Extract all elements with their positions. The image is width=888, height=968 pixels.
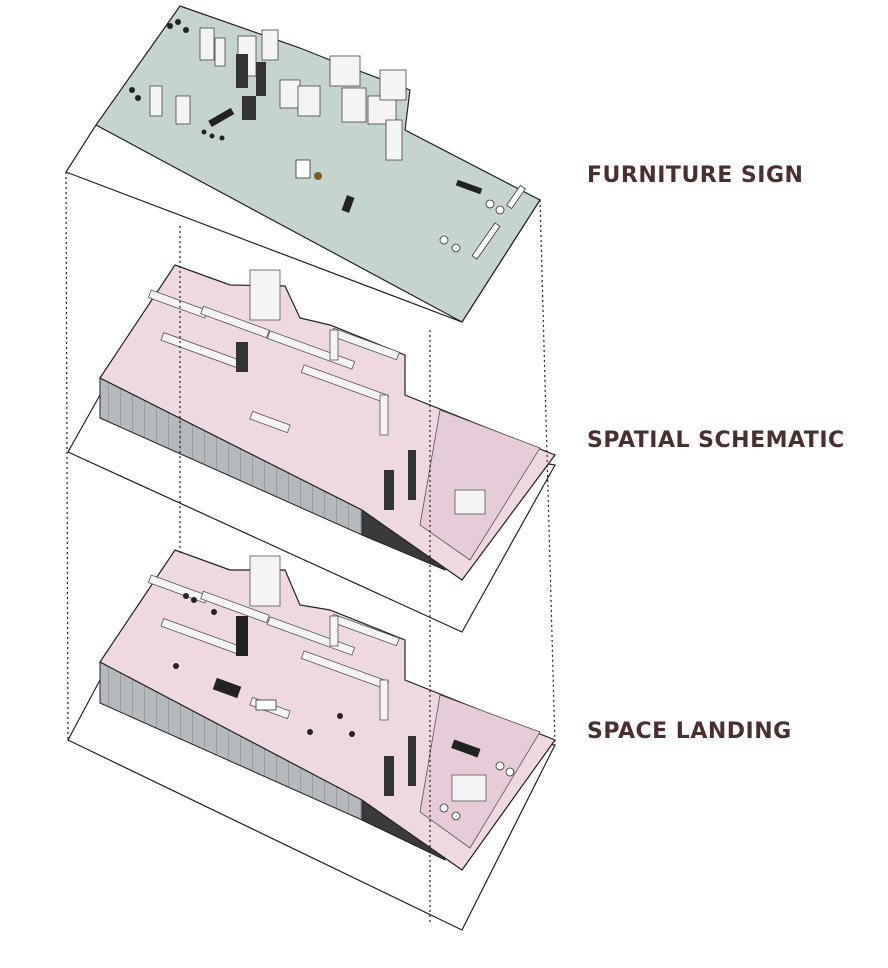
spatial-main-hall-floor bbox=[419, 409, 541, 561]
furniture-floor-plate bbox=[95, 5, 541, 323]
furniture-loose-pieces bbox=[295, 159, 526, 260]
landing-main-hall-floor bbox=[419, 694, 541, 849]
label-furniture-sign: FURNITURE SIGN bbox=[587, 163, 804, 188]
layer-space-landing bbox=[67, 549, 556, 931]
spatial-walls bbox=[147, 269, 486, 515]
layer-spatial-schematic bbox=[67, 264, 556, 633]
landing-light-furniture bbox=[255, 699, 515, 821]
spatial-dark-walls bbox=[236, 342, 416, 510]
furniture-tables bbox=[129, 19, 483, 213]
label-space-landing: SPACE LANDING bbox=[587, 719, 792, 744]
landing-furniture bbox=[173, 593, 481, 758]
furniture-dark-elements bbox=[236, 54, 266, 120]
landing-dark-walls bbox=[384, 736, 416, 796]
furniture-partitions bbox=[149, 27, 407, 161]
landing-walls bbox=[147, 555, 487, 802]
layer-furniture-sign bbox=[65, 5, 541, 323]
alignment-dotted-lines bbox=[65, 171, 556, 925]
label-spatial-schematic: SPATIAL SCHEMATIC bbox=[587, 428, 845, 453]
